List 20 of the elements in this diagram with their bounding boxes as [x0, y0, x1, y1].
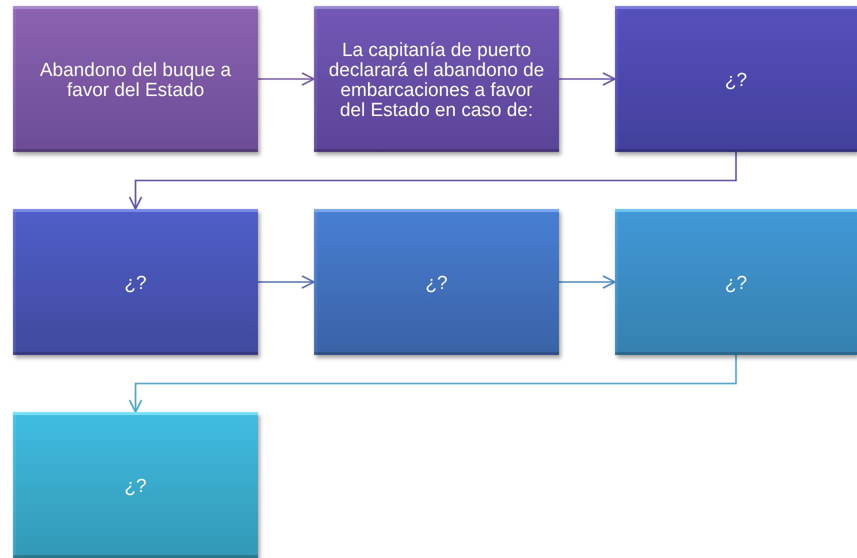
box-text: La capitanía de puerto declarará el abandono de embarcaciones a favor del Estado en caso de: — [328, 40, 546, 120]
arrow — [128, 152, 737, 210]
arrow — [128, 355, 737, 413]
process-box — [314, 209, 559, 355]
box-text: ¿? — [124, 274, 147, 294]
box-text: ¿? — [425, 274, 448, 294]
process-box — [314, 6, 559, 152]
arrow — [559, 275, 616, 289]
box-text: ¿? — [124, 476, 147, 496]
arrow — [559, 72, 616, 86]
box-text: ¿? — [724, 70, 748, 90]
arrow — [258, 275, 315, 289]
box-text: ¿? — [724, 274, 748, 294]
process-box — [13, 209, 258, 355]
process-box — [13, 412, 258, 558]
process-box — [615, 209, 857, 355]
arrow — [258, 72, 315, 86]
process-box — [615, 6, 857, 152]
box-text: Abandono del buque a favor del Estado — [38, 60, 232, 100]
process-box — [13, 6, 258, 152]
